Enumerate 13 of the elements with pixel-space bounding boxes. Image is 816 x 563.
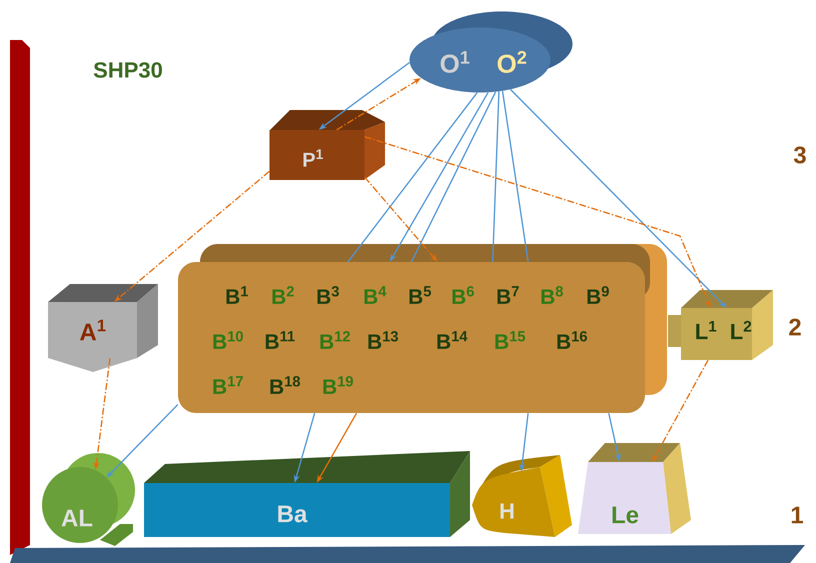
title: SHP30 xyxy=(94,62,162,78)
block-3d: A$^{1}$ xyxy=(48,284,158,372)
block-3d: L$^{1}$ L$^{2}$ xyxy=(668,290,773,360)
trapezoid-block: Le xyxy=(578,443,691,534)
ellipse-disc: O$^{1}$ O$^{2}$ xyxy=(410,12,572,92)
level-number: 1 xyxy=(792,506,803,524)
slab-3d: Ba xyxy=(144,451,470,537)
block-3d: P$^{1}$ xyxy=(270,110,385,180)
cylinder-3d: AL xyxy=(42,453,135,546)
rounded-block: B$^{1}$ B$^{2}$ B$^{3}$ B$^{4}$ B$^{5}$ B$^{6}$ B$^{7}$ B$^{8}$ B$^{9}$ B$^{10}$ B$^{11}$ B$^{12}$ B$^{13}$ B$^{14}$ B$^{15}$ B$^{16}$ B$^{17}$ B$^{18}$ B$^{19}$ xyxy=(178,244,667,413)
level-number: 2 xyxy=(789,318,801,336)
curved-block: H xyxy=(472,455,572,537)
level-number: 3 xyxy=(794,146,806,164)
